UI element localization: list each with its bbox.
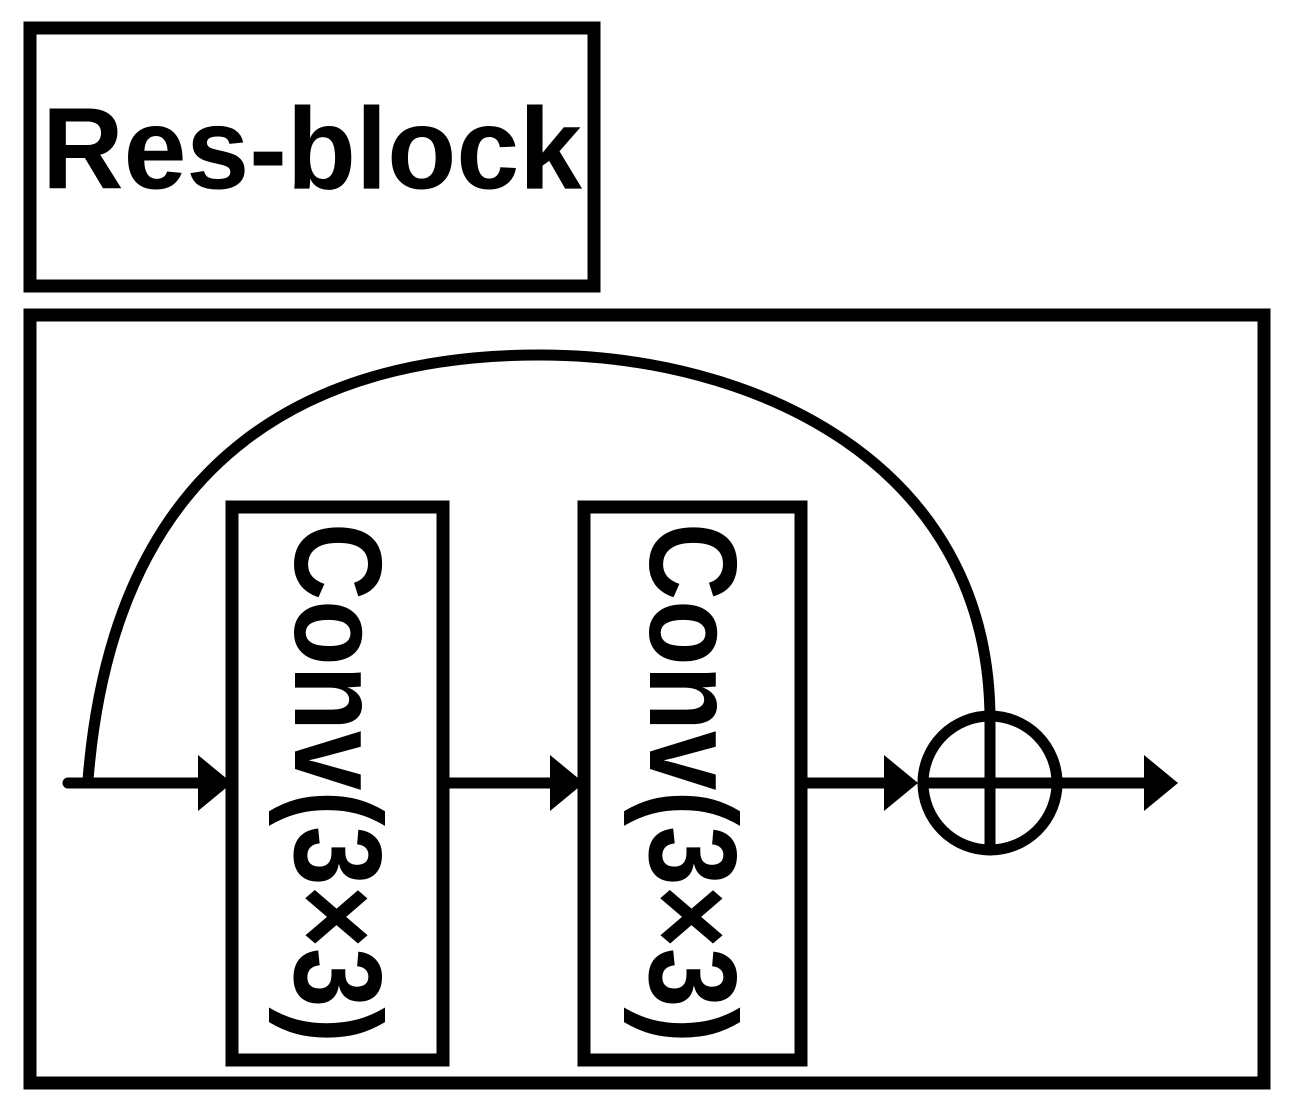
skip-connection-arc — [82, 349, 996, 786]
title-box: Res-block — [23, 21, 601, 293]
arrow-into-conv-2-icon — [550, 755, 584, 811]
diagram-title: Res-block — [42, 84, 582, 214]
title-box-border — [23, 21, 601, 293]
conv-block-2-label: Conv(3×3) — [623, 523, 761, 1043]
res-block-frame — [23, 308, 1271, 1090]
conv-block-2: Conv(3×3) — [577, 500, 808, 1067]
conv-block-1-label: Conv(3×3) — [268, 523, 406, 1043]
conv-block-1: Conv(3×3) — [225, 500, 450, 1067]
arrow-into-adder-icon — [884, 755, 918, 811]
adder-icon — [917, 710, 1063, 856]
arrow-into-conv-1-icon — [198, 755, 232, 811]
output-arrow-icon — [1144, 755, 1178, 811]
conv-block-2-border — [577, 500, 808, 1067]
conv-block-1-border — [225, 500, 450, 1067]
